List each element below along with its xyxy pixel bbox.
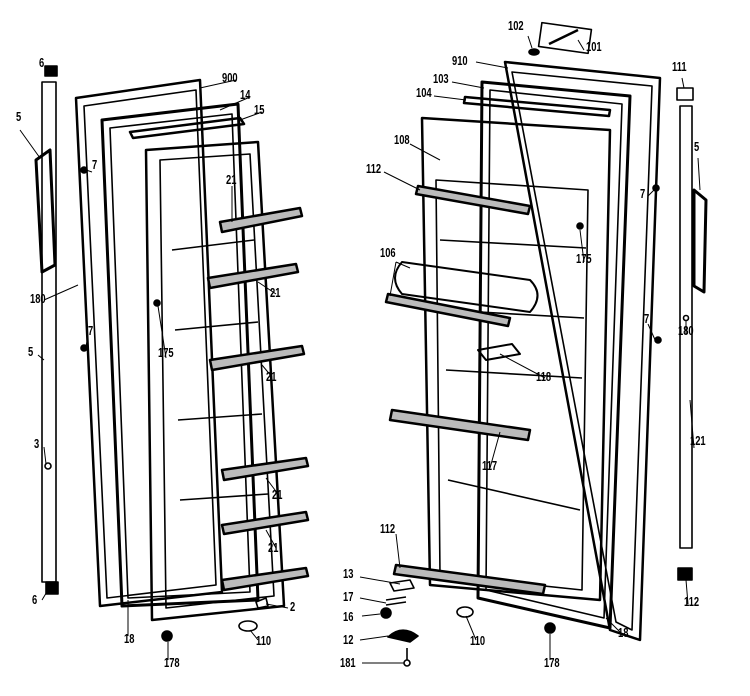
callout-21-a: 21 xyxy=(226,172,237,187)
callout-17: 17 xyxy=(343,589,354,604)
callout-110-left: 110 xyxy=(256,633,272,648)
callout-110-right: 110 xyxy=(470,633,486,648)
left-gasket xyxy=(100,102,260,608)
leader-lines xyxy=(19,35,701,664)
callout-5-right: 5 xyxy=(694,139,700,154)
callout-6-bottom: 6 xyxy=(32,592,38,607)
callout-118: 118 xyxy=(536,369,552,384)
callout-7-bottom: 7 xyxy=(88,323,94,338)
right-outer-door xyxy=(503,60,662,642)
callout-103: 103 xyxy=(433,71,449,86)
right-handle-trim xyxy=(676,87,708,581)
callout-181: 181 xyxy=(340,655,356,670)
callout-106: 106 xyxy=(380,245,396,260)
callout-178-right: 178 xyxy=(544,655,560,670)
callout-175-left: 175 xyxy=(158,345,174,360)
callout-104: 104 xyxy=(416,85,432,100)
right-door-shelves xyxy=(384,184,547,596)
callout-175-right: 175 xyxy=(576,251,592,266)
callout-18-left: 18 xyxy=(124,631,135,646)
left-small-parts xyxy=(161,597,269,642)
callout-15: 15 xyxy=(254,102,265,117)
callout-910: 910 xyxy=(452,53,468,68)
left-breaker-strip xyxy=(128,116,246,140)
callout-5-top: 5 xyxy=(16,109,22,124)
callout-112-bottom: 112 xyxy=(380,521,396,536)
left-door-shelves xyxy=(206,206,310,592)
callout-6-top: 6 xyxy=(39,55,45,70)
left-inner-liner xyxy=(80,140,286,622)
callout-180: 180 xyxy=(30,291,46,306)
callout-21-b: 21 xyxy=(270,285,281,300)
callout-16: 16 xyxy=(343,609,354,624)
callout-111: 111 xyxy=(672,59,687,74)
callout-21-c: 21 xyxy=(266,369,277,384)
callout-7-right-top: 7 xyxy=(640,186,646,201)
callout-900: 900 xyxy=(222,70,238,85)
callout-180-right: 180 xyxy=(678,323,694,338)
callout-18-right: 18 xyxy=(618,625,629,640)
right-small-parts xyxy=(380,21,662,667)
callout-13: 13 xyxy=(343,566,354,581)
callout-108: 108 xyxy=(394,132,410,147)
callout-21-d: 21 xyxy=(272,487,283,502)
left-outer-door xyxy=(74,78,224,608)
right-inner-liner xyxy=(420,116,612,602)
callout-5-bottom: 5 xyxy=(28,344,34,359)
callout-12: 12 xyxy=(343,632,354,647)
right-gasket xyxy=(476,80,632,630)
callout-117: 117 xyxy=(482,458,498,473)
callout-178-left: 178 xyxy=(164,655,180,670)
callout-102: 102 xyxy=(508,18,524,33)
callout-14: 14 xyxy=(240,87,251,102)
callout-2: 2 xyxy=(290,599,296,614)
right-breaker-strip xyxy=(462,95,612,118)
callout-101: 101 xyxy=(586,39,602,54)
callout-121: 121 xyxy=(690,433,706,448)
left-handle-trim xyxy=(34,65,59,595)
callout-112-right: 112 xyxy=(684,594,700,609)
callout-112-top: 112 xyxy=(366,161,382,176)
callout-3: 3 xyxy=(34,436,40,451)
callout-7-top: 7 xyxy=(92,157,98,172)
right-dairy-compartment xyxy=(394,261,539,361)
callout-21-e: 21 xyxy=(268,540,279,555)
callout-7-right-bottom: 7 xyxy=(644,311,650,326)
